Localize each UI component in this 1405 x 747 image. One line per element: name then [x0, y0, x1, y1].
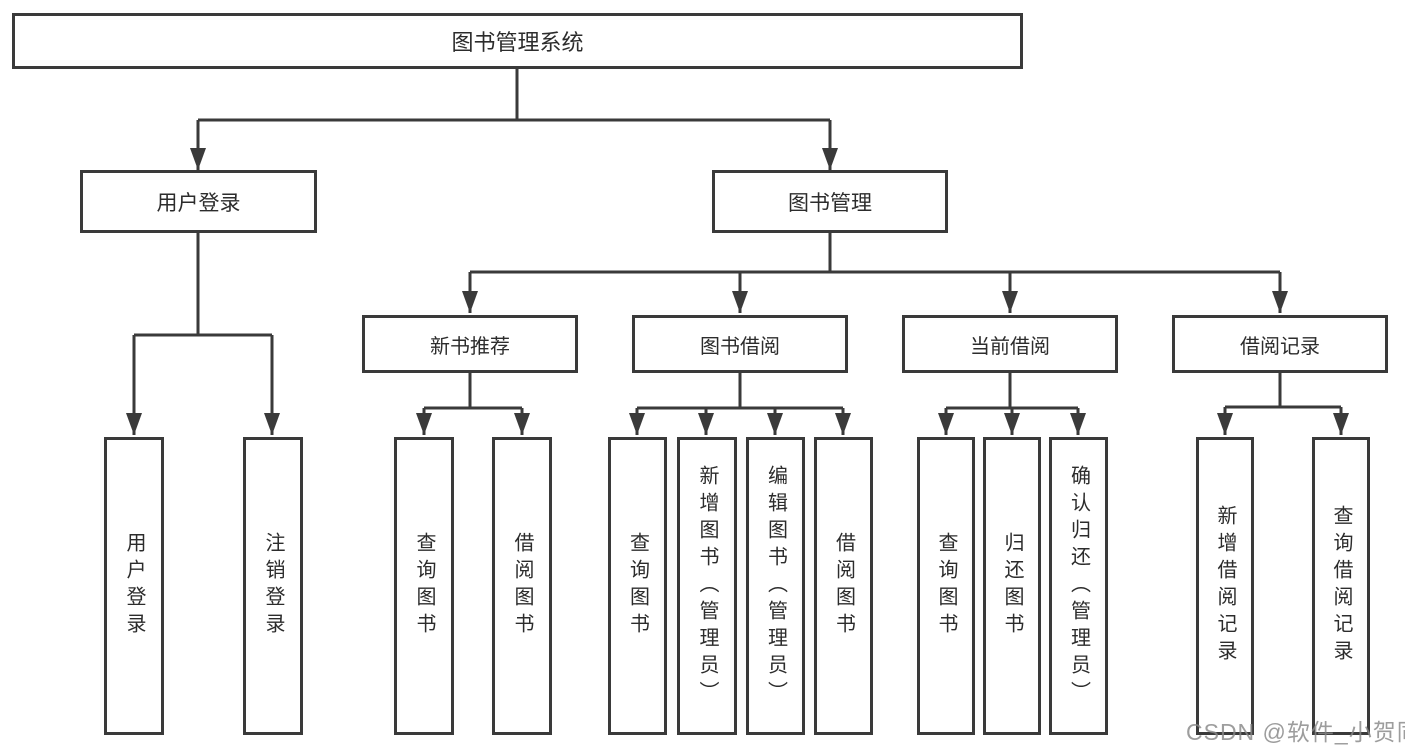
node-borrow-add-books-admin: 新增图书（管理员） — [677, 437, 737, 735]
node-book-borrowing: 图书借阅 — [632, 315, 848, 373]
node-newbook-query-books: 查询图书 — [394, 437, 454, 735]
node-records-query-record: 查询借阅记录 — [1312, 437, 1370, 735]
node-borrow-edit-books-admin: 编辑图书（管理员） — [746, 437, 805, 735]
node-borrow-query-books: 查询图书 — [608, 437, 667, 735]
node-label: 借阅图书 — [511, 532, 533, 640]
node-label: 新增图书（管理员） — [696, 464, 718, 708]
node-label: 查询借阅记录 — [1330, 505, 1352, 667]
node-borrow-borrow-books: 借阅图书 — [814, 437, 873, 735]
node-label: 注销登录 — [262, 532, 284, 640]
node-new-book-recommendation: 新书推荐 — [362, 315, 578, 373]
node-current-return-books: 归还图书 — [983, 437, 1041, 735]
node-label: 借阅图书 — [832, 532, 855, 640]
node-label: 查询图书 — [413, 532, 435, 640]
node-logout: 注销登录 — [243, 437, 303, 735]
node-current-confirm-return-admin: 确认归还（管理员） — [1049, 437, 1108, 735]
node-book-management-system: 图书管理系统 — [12, 13, 1023, 69]
node-borrowing-records: 借阅记录 — [1172, 315, 1388, 373]
node-label: 新增借阅记录 — [1214, 505, 1236, 667]
node-book-management: 图书管理 — [712, 170, 948, 233]
node-current-borrowing: 当前借阅 — [902, 315, 1118, 373]
node-current-query-books: 查询图书 — [917, 437, 975, 735]
node-label: 查询图书 — [935, 532, 957, 640]
node-label: 确认归还（管理员） — [1067, 464, 1090, 708]
node-user-login: 用户登录 — [80, 170, 317, 233]
node-label: 查询图书 — [626, 532, 649, 640]
csdn-watermark: CSDN @软件_小贺同学 — [1186, 719, 1405, 745]
node-label: 用户登录 — [123, 532, 145, 640]
node-user-login-leaf: 用户登录 — [104, 437, 164, 735]
node-records-add-record: 新增借阅记录 — [1196, 437, 1254, 735]
node-label: 归还图书 — [1001, 532, 1023, 640]
node-newbook-borrow-books: 借阅图书 — [492, 437, 552, 735]
node-label: 编辑图书（管理员） — [764, 464, 787, 708]
